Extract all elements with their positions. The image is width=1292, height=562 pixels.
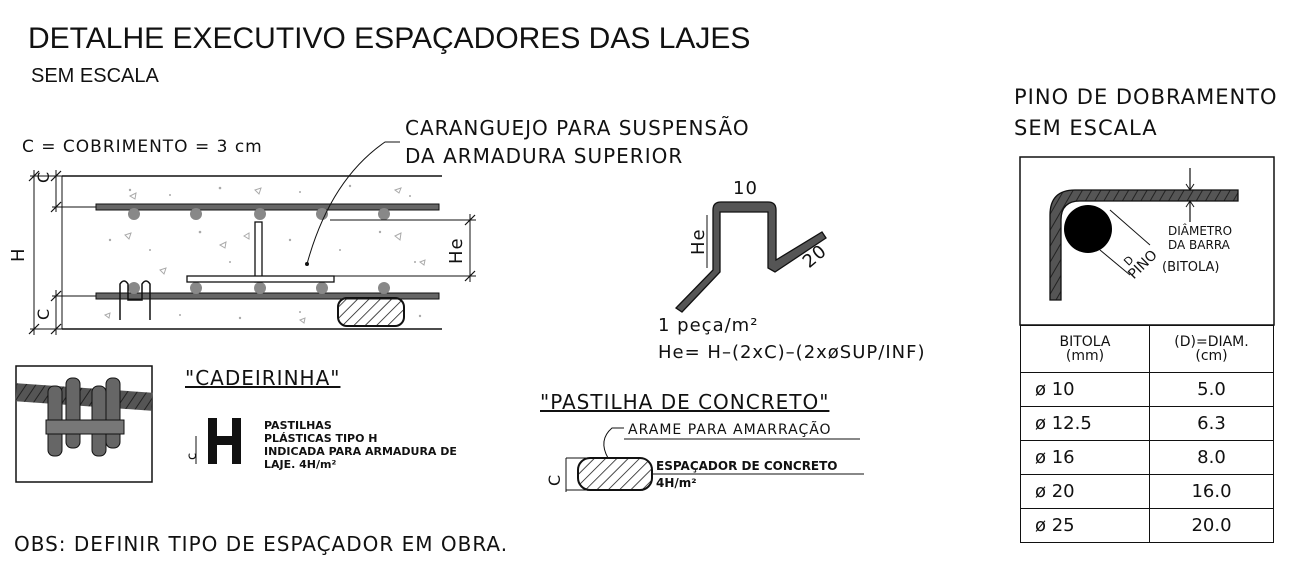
table-header-bitola-a: BITOLA [1059, 334, 1111, 350]
caranguejo-label-2: DA ARMADURA SUPERIOR [405, 144, 684, 168]
table-row: ø 12.5 6.3 [1020, 406, 1274, 441]
crab-dim-side: He [688, 228, 709, 255]
dim-c-bottom: C [34, 307, 53, 320]
caranguejo-label-1: CARANGUEJO PARA SUSPENSÃO [405, 116, 750, 140]
pastilha-title: "PASTILHA DE CONCRETO" [540, 390, 830, 414]
dim-he: He [446, 237, 467, 264]
bitola-table: BITOLA (mm) (D)=DIAM. (cm) ø 10 5.0 ø 12… [1020, 325, 1274, 543]
crab-dim-top: 10 [733, 178, 758, 199]
obs-note: OBS: DEFINIR TIPO DE ESPAÇADOR EM OBRA. [14, 532, 509, 556]
table-cell-diam: 16.0 [1149, 474, 1274, 509]
table-header-row: BITOLA (mm) (D)=DIAM. (cm) [1020, 325, 1274, 373]
pastilha-c-dim: c [185, 451, 200, 460]
espacador-qty: 4H/m² [656, 476, 697, 490]
pino-subtitle: SEM ESCALA [1014, 116, 1158, 140]
table-cell-diam: 8.0 [1149, 440, 1274, 475]
table-cell-bitola: ø 10 [1020, 372, 1150, 407]
table-cell-bitola: ø 16 [1020, 440, 1150, 475]
table-header-bitola: BITOLA (mm) [1020, 325, 1150, 373]
table-header-diam-a: (D)=DIAM. [1174, 334, 1249, 350]
crab-formula: He= H–(2xC)–(2xøSUP/INF) [658, 342, 926, 363]
diam-line-3: (BITOLA) [1162, 260, 1220, 275]
cobrimento-note: C = COBRIMENTO = 3 cm [22, 137, 263, 157]
table-row: ø 20 16.0 [1020, 474, 1274, 509]
arame-label: ARAME PARA AMARRAÇÃO [628, 422, 832, 438]
cadeirinha-title: "CADEIRINHA" [185, 366, 341, 390]
dim-c-top: C [34, 170, 53, 183]
table-cell-bitola: ø 20 [1020, 474, 1150, 509]
pastilhas-line-4: LAJE. 4H/m² [264, 458, 337, 471]
table-cell-bitola: ø 12.5 [1020, 406, 1150, 441]
table-header-bitola-b: (mm) [1065, 348, 1105, 364]
pastilha-dim-c: C [545, 473, 564, 486]
pastilhas-line-3: INDICADA PARA ARMADURA DE [264, 445, 457, 458]
slab-section [28, 141, 476, 335]
concrete-spacer-detail [565, 427, 864, 492]
diam-line-1: DIÂMETRO [1168, 224, 1233, 238]
espacador-label: ESPAÇADOR DE CONCRETO [656, 459, 838, 473]
table-cell-diam: 6.3 [1149, 406, 1274, 441]
cadeirinha-illustration [15, 365, 153, 483]
crab-detail [674, 201, 827, 313]
diam-line-2: DA BARRA [1168, 238, 1230, 252]
page-subtitle: SEM ESCALA [31, 65, 159, 87]
table-cell-diam: 20.0 [1149, 508, 1274, 543]
table-header-diam: (D)=DIAM. (cm) [1149, 325, 1274, 373]
pino-detail [1019, 156, 1275, 326]
dim-h: H [8, 247, 29, 262]
table-row: ø 10 5.0 [1020, 372, 1274, 407]
crab-quantity: 1 peça/m² [658, 315, 759, 336]
table-cell-bitola: ø 25 [1020, 508, 1150, 543]
pastilhas-line-1: PASTILHAS [264, 419, 332, 432]
table-cell-diam: 5.0 [1149, 372, 1274, 407]
table-header-diam-b: (cm) [1195, 348, 1228, 364]
pastilhas-line-2: PLÁSTICAS TIPO H [264, 432, 378, 445]
table-row: ø 16 8.0 [1020, 440, 1274, 475]
page-title: DETALHE EXECUTIVO ESPAÇADORES DAS LAJES [28, 22, 751, 55]
pino-title: PINO DE DOBRAMENTO [1014, 85, 1278, 109]
h-spacer-icon [195, 418, 241, 464]
table-row: ø 25 20.0 [1020, 508, 1274, 543]
